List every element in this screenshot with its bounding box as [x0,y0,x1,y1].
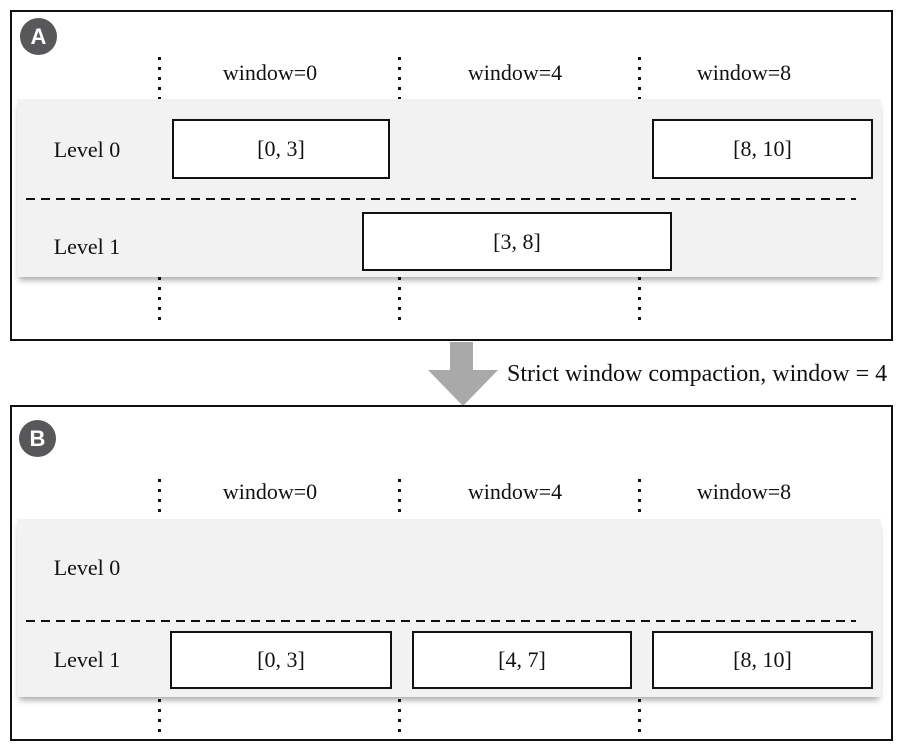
level-divider-dashed-a [26,198,856,200]
panel-a-badge: A [20,18,57,55]
level-1-label-b: Level 1 [53,647,121,672]
level-0-label-b: Level 0 [53,555,121,580]
sstable-box-0-3-b: [0, 3] [170,631,392,689]
column-header-window-4-b: window=4 [467,479,563,504]
column-header-window-4-a: window=4 [467,60,563,85]
panel-b: B window=0 window=4 window=8 Level 0 Lev… [10,405,893,741]
level-0-label-a: Level 0 [53,137,121,162]
level-1-label-a: Level 1 [53,234,121,259]
column-header-window-8-b: window=8 [696,479,792,504]
down-arrow-icon [450,342,473,372]
sstable-box-8-10-b: [8, 10] [652,631,873,689]
sstable-box-8-10-a: [8, 10] [652,119,873,179]
column-header-window-8-a: window=8 [696,60,792,85]
level-divider-dashed-b [26,620,856,622]
sstable-box-3-8-a: [3, 8] [362,212,672,271]
sstable-box-4-7-b: [4, 7] [412,631,632,689]
sstable-box-0-3-a: [0, 3] [172,119,390,179]
down-arrow-icon-head [428,370,498,406]
panel-a: A window=0 window=4 window=8 Level 0 Lev… [10,10,893,341]
panel-b-badge: B [19,420,56,457]
column-header-window-0-a: window=0 [222,60,318,85]
transition-caption: Strict window compaction, window = 4 [507,361,888,387]
column-header-window-0-b: window=0 [222,479,318,504]
